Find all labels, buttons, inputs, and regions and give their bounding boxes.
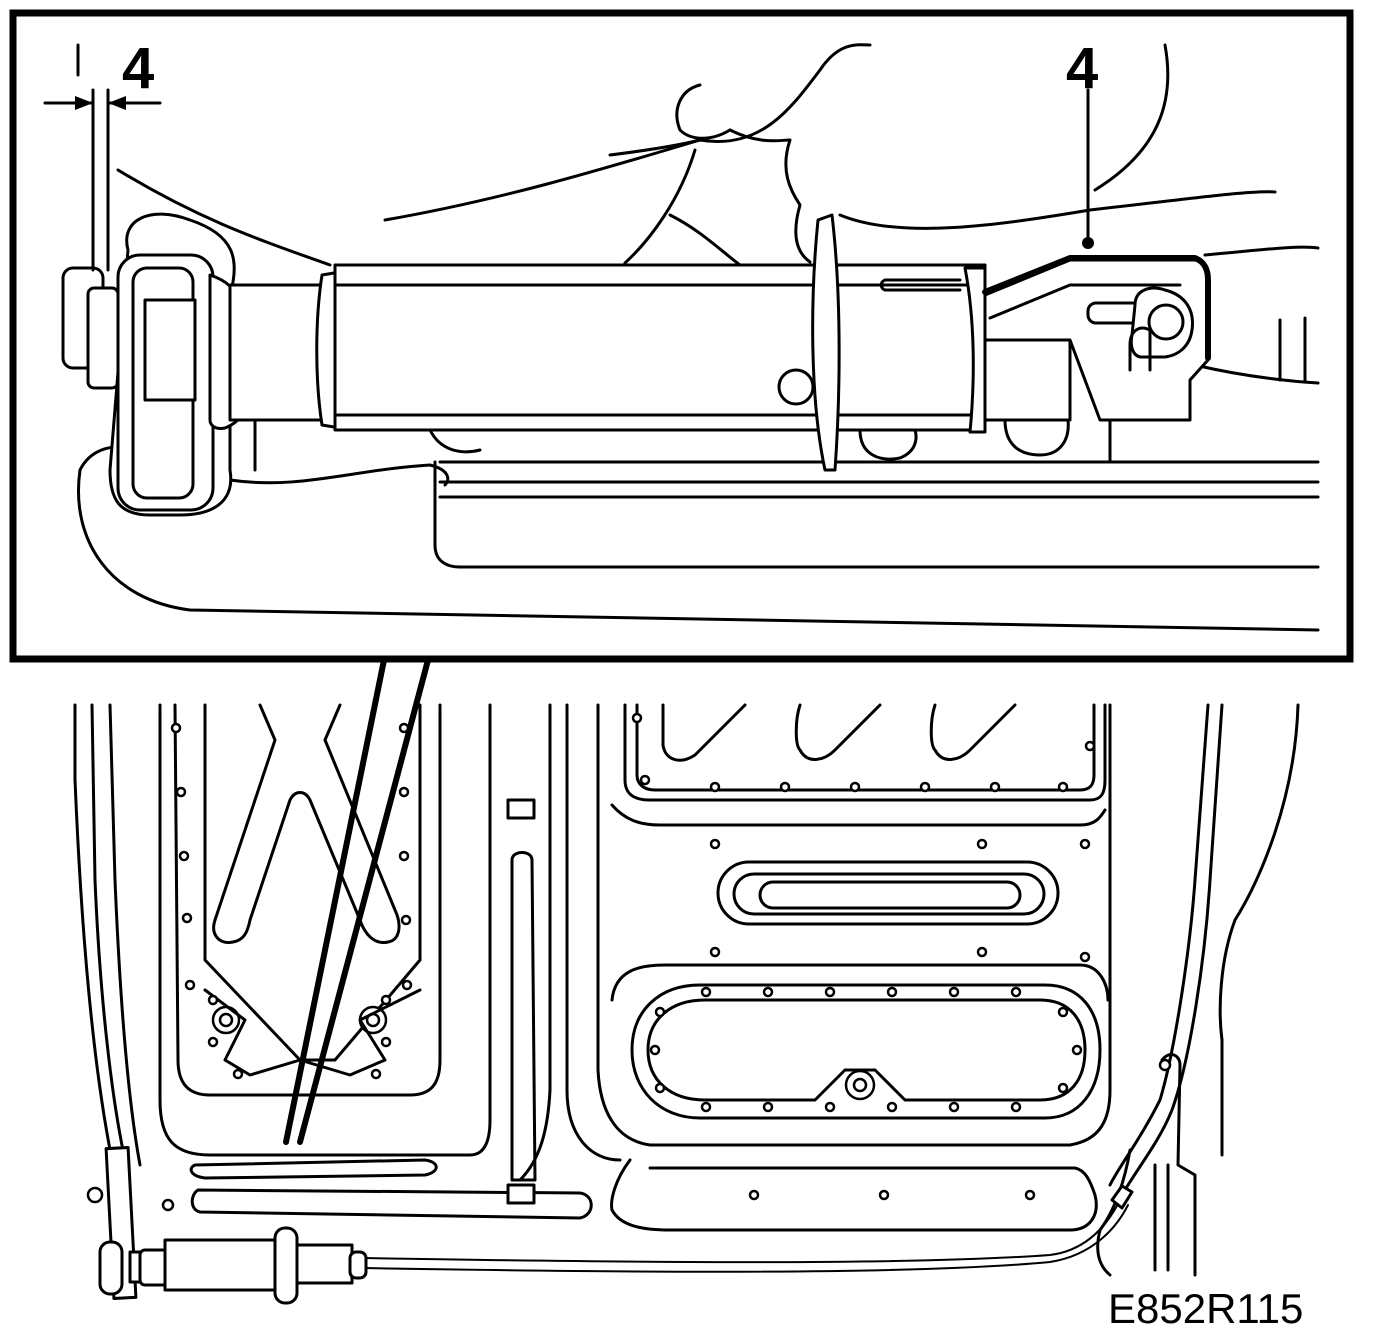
body-fold bbox=[728, 128, 812, 264]
sensor-body-edges bbox=[333, 283, 987, 417]
grommet-core bbox=[143, 298, 197, 402]
top-slot-3 bbox=[929, 703, 1017, 761]
lower-opening-rim bbox=[610, 963, 1110, 1002]
left-panel-outer bbox=[158, 703, 492, 1157]
sill-inner bbox=[433, 460, 1320, 569]
sill-outer bbox=[77, 468, 1320, 632]
nut-flange bbox=[86, 286, 120, 390]
clip-hook bbox=[608, 83, 732, 157]
center-ridge-2 bbox=[565, 703, 622, 1162]
sill-posts bbox=[253, 413, 1112, 472]
body-edge-right bbox=[1193, 245, 1320, 385]
sill-joint bbox=[228, 463, 450, 487]
left-panel-inner bbox=[173, 703, 442, 1097]
detail-inset bbox=[9, 9, 1354, 663]
sensor-port bbox=[777, 368, 815, 406]
lower-crossmember bbox=[610, 1158, 1098, 1232]
right-panel-rib bbox=[610, 803, 1107, 827]
left-bolt-a-core bbox=[218, 1012, 234, 1028]
sensor-tail bbox=[983, 333, 1072, 422]
right-bracket-legs bbox=[1153, 1163, 1170, 1272]
sensor-body bbox=[333, 263, 987, 432]
sensor-neck bbox=[228, 283, 332, 422]
access-cover-inner bbox=[646, 998, 1087, 1102]
right-panel-holes bbox=[631, 712, 1096, 1201]
sill-rails bbox=[438, 460, 1320, 499]
right-wheelarch bbox=[1218, 703, 1300, 1157]
center-tab-bottom bbox=[506, 1183, 536, 1205]
top-slot-2 bbox=[794, 703, 882, 761]
floor-sensor-body bbox=[163, 1238, 277, 1292]
left-floor-hole bbox=[161, 1198, 175, 1212]
left-rail-2 bbox=[90, 703, 127, 1162]
bracket-lines bbox=[1278, 316, 1307, 384]
oval-stamp-inner bbox=[758, 880, 1022, 910]
floor-sensor-plug bbox=[348, 1250, 368, 1280]
right-panel-outer bbox=[596, 703, 1112, 1147]
right-rail-2 bbox=[1123, 703, 1224, 1192]
access-cover-outer bbox=[630, 983, 1102, 1120]
sensor-tail-curve bbox=[1003, 418, 1070, 457]
dimension-extension-lines bbox=[76, 43, 110, 272]
sensor-underside bbox=[428, 428, 918, 461]
body-contour-right bbox=[838, 43, 1277, 230]
center-tab-top bbox=[506, 798, 536, 820]
center-ridge bbox=[518, 703, 552, 1182]
body-fold-2 bbox=[623, 148, 742, 267]
callout-item-label: 4 bbox=[1066, 36, 1099, 101]
callout-leader-dot bbox=[1082, 237, 1094, 249]
sensor-wire-loom-1 bbox=[359, 1199, 1121, 1264]
center-channel bbox=[510, 851, 537, 1182]
floor-view bbox=[73, 703, 1300, 1305]
body-contour-top bbox=[383, 43, 872, 222]
body-contour bbox=[116, 168, 332, 267]
sensor-end-ring bbox=[963, 266, 987, 434]
access-cover-bolt-core bbox=[852, 1077, 868, 1093]
sensor-wire bbox=[982, 255, 1211, 361]
clip-legs bbox=[1128, 326, 1152, 372]
right-rail-1 bbox=[1108, 703, 1210, 1187]
sensor-ring bbox=[811, 213, 841, 472]
left-stiffener-2 bbox=[190, 1188, 593, 1220]
left-clip-bolt bbox=[86, 1186, 104, 1204]
left-rail-1 bbox=[73, 703, 114, 1162]
left-panel-holes bbox=[170, 722, 413, 1080]
wire-clip bbox=[1110, 1184, 1134, 1210]
floor-sensor-tail bbox=[295, 1243, 354, 1285]
sensor-slot bbox=[879, 278, 962, 292]
left-panel-x-brace bbox=[212, 703, 401, 945]
figure-id: E852R115 bbox=[1108, 1285, 1304, 1332]
bracket-edge bbox=[988, 283, 1182, 320]
floor-sensor-nut bbox=[98, 1240, 124, 1296]
left-stiffener-1 bbox=[189, 1158, 438, 1180]
right-bracket bbox=[1160, 1053, 1197, 1277]
dimension-arrow-right bbox=[108, 96, 126, 110]
oval-stamp-mid bbox=[732, 872, 1046, 916]
clip-hole bbox=[1147, 303, 1185, 341]
callout-gap-label: 4 bbox=[122, 36, 155, 101]
right-panel-top-box bbox=[623, 703, 1107, 802]
left-bolt-plates bbox=[203, 988, 422, 1077]
floor-sensor-ring bbox=[273, 1226, 299, 1305]
sensor-wire-loom-2 bbox=[359, 1204, 1129, 1273]
top-slot-1 bbox=[661, 703, 747, 762]
right-panel-top-box-inner bbox=[635, 703, 1096, 792]
left-panel-well bbox=[203, 703, 422, 1062]
left-rail-3 bbox=[108, 703, 142, 1167]
right-bracket-hole bbox=[1158, 1058, 1172, 1072]
oval-stamp-outer bbox=[716, 860, 1060, 926]
dimension-arrow-left bbox=[75, 96, 93, 110]
inset-leader-2 bbox=[297, 657, 431, 1145]
